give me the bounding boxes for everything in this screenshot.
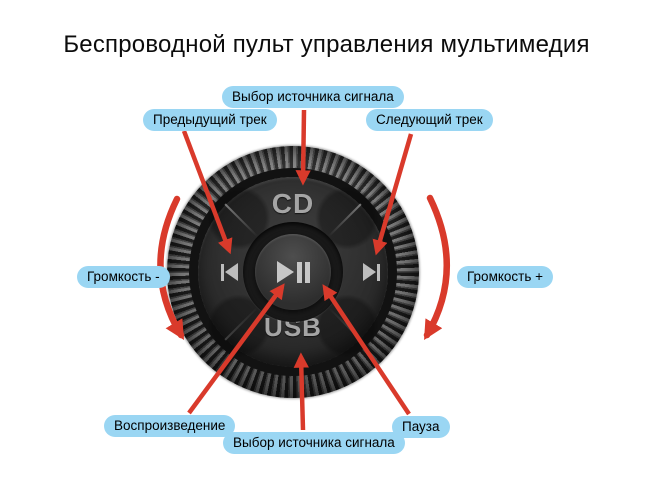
center-play-pause-button [255, 234, 331, 310]
callout-play: Воспроизведение [104, 415, 236, 437]
arrow-volume-up-rotation [423, 194, 451, 341]
callout-next-track: Следующий трек [366, 109, 493, 131]
callout-volume-up: Громкость + [457, 266, 554, 288]
callout-volume-down: Громкость - [77, 266, 170, 288]
callout-source-top: Выбор источника сигнала [222, 86, 404, 108]
cd-button-label: CD [271, 188, 315, 219]
callout-prev-track: Предыдущий трек [143, 109, 277, 131]
next-track-icon [363, 263, 380, 281]
callout-pause: Пауза [392, 416, 450, 438]
callout-source-bottom: Выбор источника сигнала [223, 432, 405, 454]
play-pause-icon [276, 261, 310, 283]
page-title: Беспроводной пульт управления мультимеди… [63, 31, 590, 58]
prev-track-icon [221, 263, 238, 281]
remote-control: CD USB [167, 146, 419, 398]
